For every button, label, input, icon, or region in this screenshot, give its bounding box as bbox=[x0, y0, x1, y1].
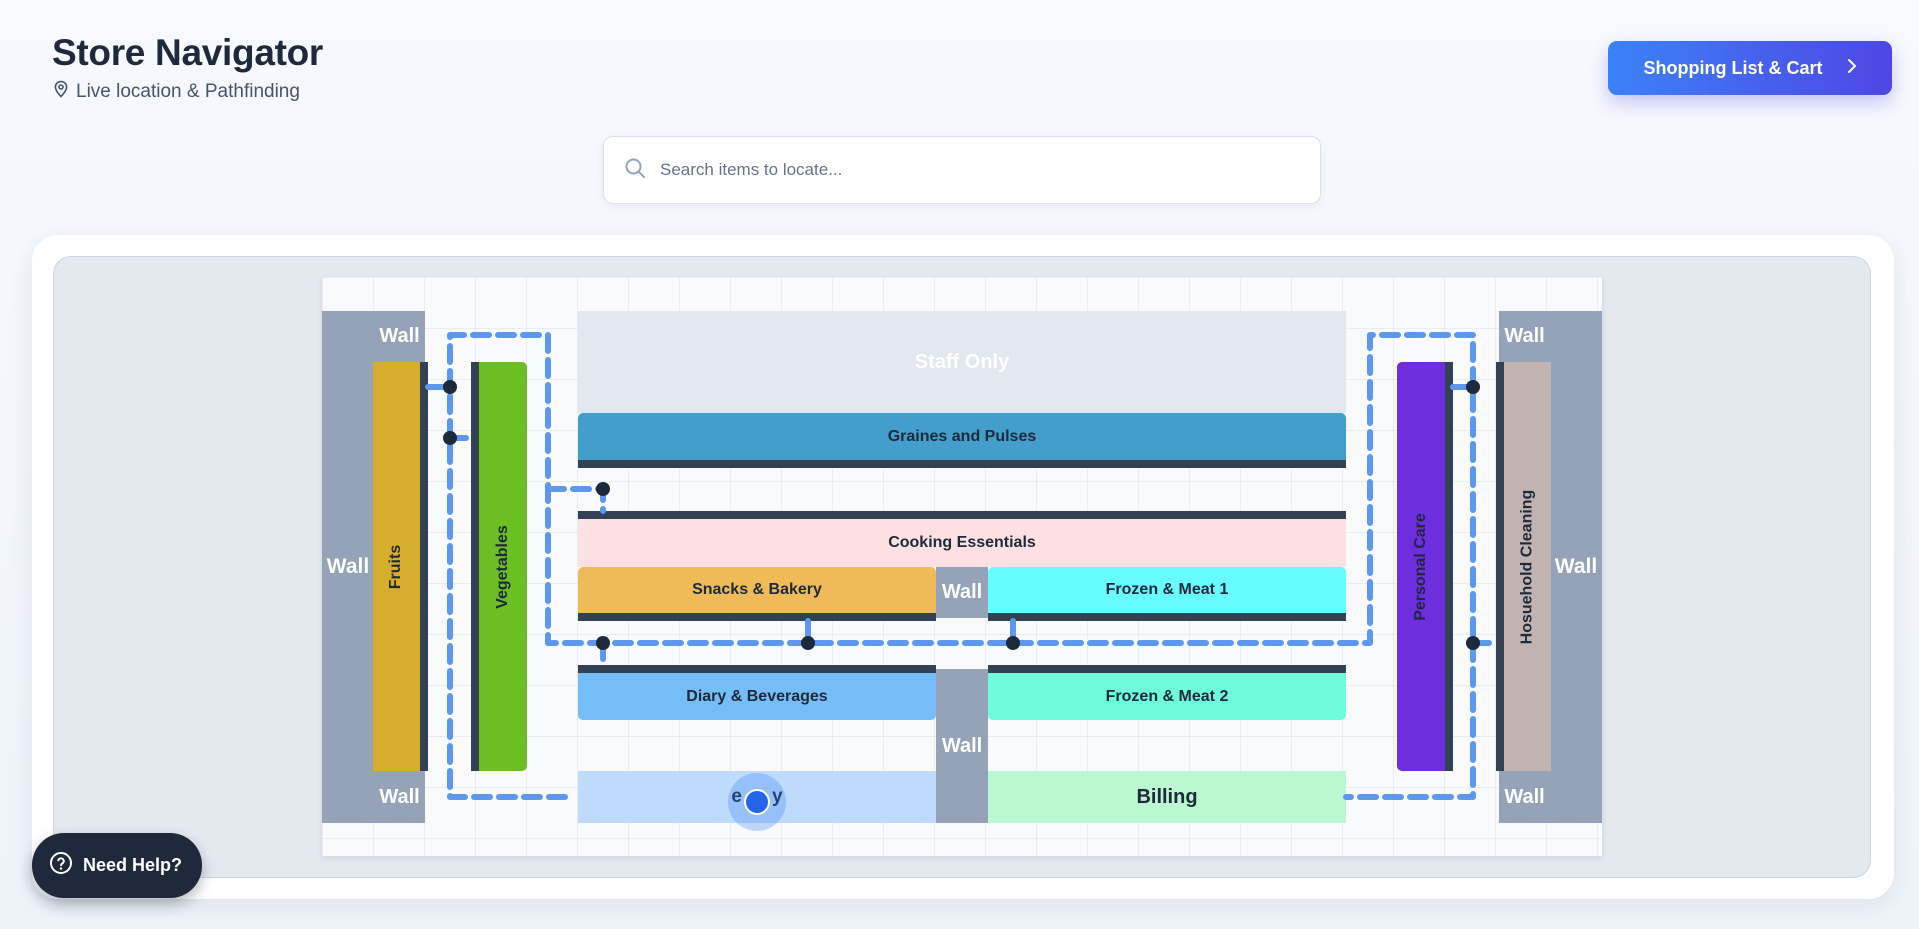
zone-grains-pulses[interactable]: Graines and Pulses bbox=[578, 413, 1346, 460]
shelf-fruits bbox=[420, 362, 428, 771]
wall-top-left: Wall bbox=[374, 311, 425, 362]
subtitle-text: Live location & Pathfinding bbox=[76, 81, 300, 102]
search-input[interactable] bbox=[660, 160, 1260, 180]
help-button-label: Need Help? bbox=[83, 855, 183, 875]
page-subtitle: Live location & Pathfinding bbox=[53, 80, 300, 104]
location-pin-icon bbox=[53, 80, 69, 104]
zone-frozen-meat-1[interactable]: Frozen & Meat 1 bbox=[988, 567, 1346, 613]
zone-snacks-bakery[interactable]: Snacks & Bakery bbox=[578, 567, 936, 613]
zone-vegetables[interactable]: Vegetables bbox=[479, 362, 527, 771]
shelf-grains-pulses bbox=[578, 460, 1346, 468]
zone-fruits[interactable]: Fruits bbox=[373, 362, 420, 771]
search-icon bbox=[624, 157, 646, 184]
cart-button-label: Shopping List & Cart bbox=[1643, 57, 1823, 78]
shelf-household-cleaning bbox=[1496, 362, 1504, 771]
zone-diary-beverages[interactable]: Diary & Beverages bbox=[578, 673, 936, 720]
wall-right: Wall bbox=[1550, 311, 1602, 823]
wall-left: Wall bbox=[322, 311, 374, 823]
wall-top-right: Wall bbox=[1499, 311, 1550, 362]
zone-frozen-meat-2[interactable]: Frozen & Meat 2 bbox=[988, 673, 1346, 720]
shelf-personal-care bbox=[1445, 362, 1453, 771]
shelf-diary-beverages bbox=[578, 665, 936, 673]
zone-cooking-essentials[interactable]: Cooking Essentials bbox=[578, 519, 1346, 567]
shelf-frozen-meat-1 bbox=[988, 613, 1346, 621]
wall-center-top: Wall bbox=[936, 567, 988, 618]
help-circle-icon bbox=[49, 851, 73, 880]
zone-staff-only: Staff Only bbox=[578, 311, 1346, 413]
zone-billing[interactable]: Billing bbox=[988, 771, 1346, 823]
zone-household-cleaning[interactable]: Hosuehold Cleaning bbox=[1504, 362, 1551, 771]
shelf-vegetables bbox=[471, 362, 479, 771]
chevron-right-icon bbox=[1847, 58, 1857, 79]
page-title: Store Navigator bbox=[52, 32, 324, 73]
zone-personal-care[interactable]: Personal Care bbox=[1397, 362, 1445, 771]
wall-bottom-left: Wall bbox=[374, 771, 425, 823]
current-location-dot bbox=[744, 789, 770, 815]
current-location-marker bbox=[728, 773, 786, 831]
wall-bottom-right: Wall bbox=[1499, 771, 1550, 823]
shelf-cooking-essentials bbox=[578, 511, 1346, 519]
shopping-list-cart-button[interactable]: Shopping List & Cart bbox=[1608, 41, 1892, 95]
shelf-frozen-meat-2 bbox=[988, 665, 1346, 673]
need-help-button[interactable]: Need Help? bbox=[32, 833, 202, 898]
shelf-snacks-bakery bbox=[578, 613, 936, 621]
wall-center-bottom: Wall bbox=[936, 669, 988, 823]
search-bar bbox=[603, 136, 1321, 204]
